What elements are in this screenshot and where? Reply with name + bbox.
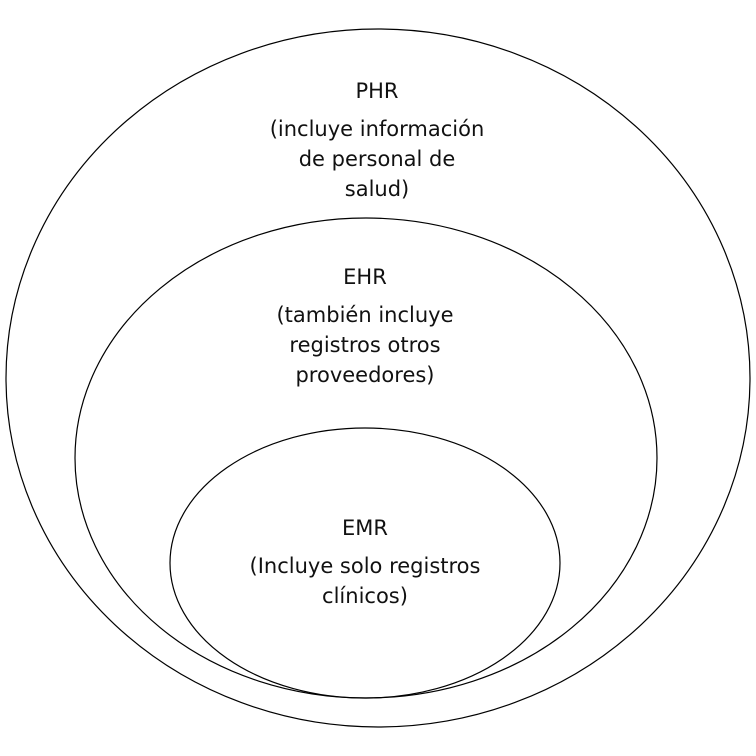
- phr-desc-line-3: salud): [344, 177, 410, 201]
- emr-desc-line-2: clínicos): [322, 584, 408, 608]
- ehr-label: EHR (también incluye registros otros pro…: [276, 262, 453, 390]
- emr-ellipse: [169, 427, 561, 699]
- phr-ellipse: [5, 28, 751, 728]
- ehr-desc-line-3: proveedores): [295, 363, 435, 387]
- phr-title: PHR: [355, 79, 399, 103]
- emr-title: EMR: [342, 516, 388, 540]
- phr-desc-line-2: de personal de: [298, 147, 456, 171]
- ehr-desc-line-1: (también incluye: [276, 303, 454, 327]
- phr-label: PHR (incluye información de personal de …: [270, 76, 485, 204]
- emr-label: EMR (Incluye solo registros clínicos): [250, 513, 481, 611]
- ehr-title: EHR: [343, 265, 387, 289]
- ehr-desc-line-2: registros otros: [289, 333, 441, 357]
- phr-desc-line-1: (incluye información: [269, 117, 485, 141]
- emr-desc-line-1: (Incluye solo registros: [249, 554, 481, 578]
